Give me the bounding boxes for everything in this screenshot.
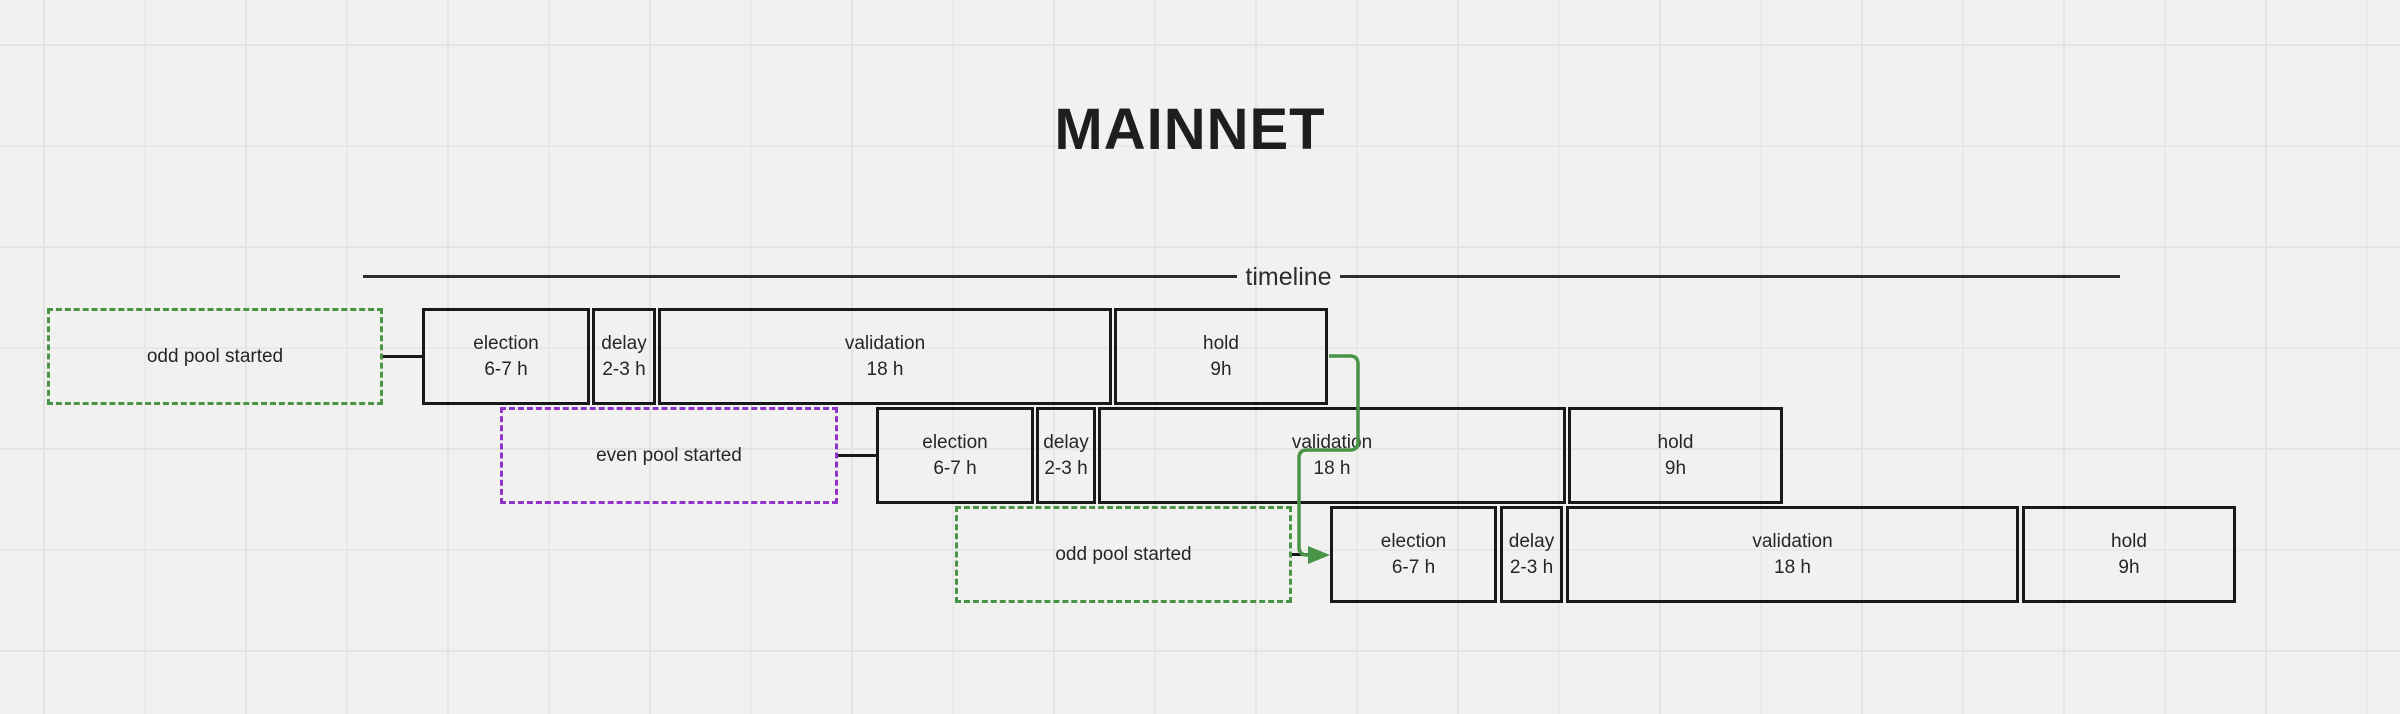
phase-duration: 2-3 h	[1509, 557, 1554, 578]
phase-name: election	[1380, 531, 1447, 552]
phase-duration: 18 h	[1774, 557, 1811, 578]
phase-name: validation	[844, 333, 926, 354]
phase-duration: 6-7 h	[933, 458, 977, 479]
phase-name: delay	[601, 333, 647, 354]
phase-box-hold-1: hold 9h	[1114, 308, 1328, 405]
phase-name: hold	[1203, 333, 1239, 354]
phase-box-election-2: election 6-7 h	[876, 407, 1034, 504]
phase-duration: 2-3 h	[602, 359, 646, 380]
phase-duration: 2-3 h	[1044, 458, 1088, 479]
timeline-line-left	[363, 275, 1237, 278]
phase-box-validation-1: validation 18 h	[658, 308, 1112, 405]
phase-box-validation-2: validation 18 h	[1098, 407, 1566, 504]
connector-line	[838, 454, 876, 457]
phase-box-validation-3: validation 18 h	[1566, 506, 2019, 603]
phase-box-delay-2: delay 2-3 h	[1036, 407, 1096, 504]
connector-line	[1292, 553, 1318, 556]
trigger-label: odd pool started	[146, 345, 284, 367]
phase-name: delay	[1043, 432, 1089, 453]
phase-duration: 18 h	[866, 359, 904, 380]
phase-name: validation	[1291, 432, 1373, 453]
phase-name: election	[473, 333, 539, 354]
connector-line	[383, 355, 422, 358]
phase-name: hold	[1657, 432, 1694, 453]
timeline-label: timeline	[1245, 263, 1332, 291]
diagram-title: MAINNET	[1054, 97, 1326, 162]
trigger-label: even pool started	[596, 444, 742, 466]
trigger-box-odd-pool-1: odd pool started	[47, 308, 383, 405]
phase-name: election	[922, 432, 988, 453]
phase-duration: 9h	[2118, 557, 2140, 578]
phase-name: hold	[2111, 531, 2147, 552]
phase-duration: 9h	[1664, 458, 1687, 479]
phase-name: delay	[1508, 531, 1555, 552]
trigger-box-odd-pool-2: odd pool started	[955, 506, 1292, 603]
phase-box-election-3: election 6-7 h	[1330, 506, 1497, 603]
phase-box-delay-3: delay 2-3 h	[1500, 506, 1563, 603]
phase-box-election-1: election 6-7 h	[422, 308, 590, 405]
phase-duration: 18 h	[1313, 458, 1351, 479]
phase-duration: 6-7 h	[484, 359, 528, 380]
phase-box-hold-2: hold 9h	[1568, 407, 1783, 504]
phase-name: validation	[1752, 531, 1833, 552]
trigger-label: odd pool started	[1055, 543, 1192, 565]
phase-box-hold-3: hold 9h	[2022, 506, 2236, 603]
trigger-box-even-pool: even pool started	[500, 407, 838, 504]
phase-duration: 6-7 h	[1391, 557, 1436, 578]
phase-box-delay-1: delay 2-3 h	[592, 308, 656, 405]
timeline-line-right	[1340, 275, 2120, 278]
phase-duration: 9h	[1210, 359, 1232, 380]
